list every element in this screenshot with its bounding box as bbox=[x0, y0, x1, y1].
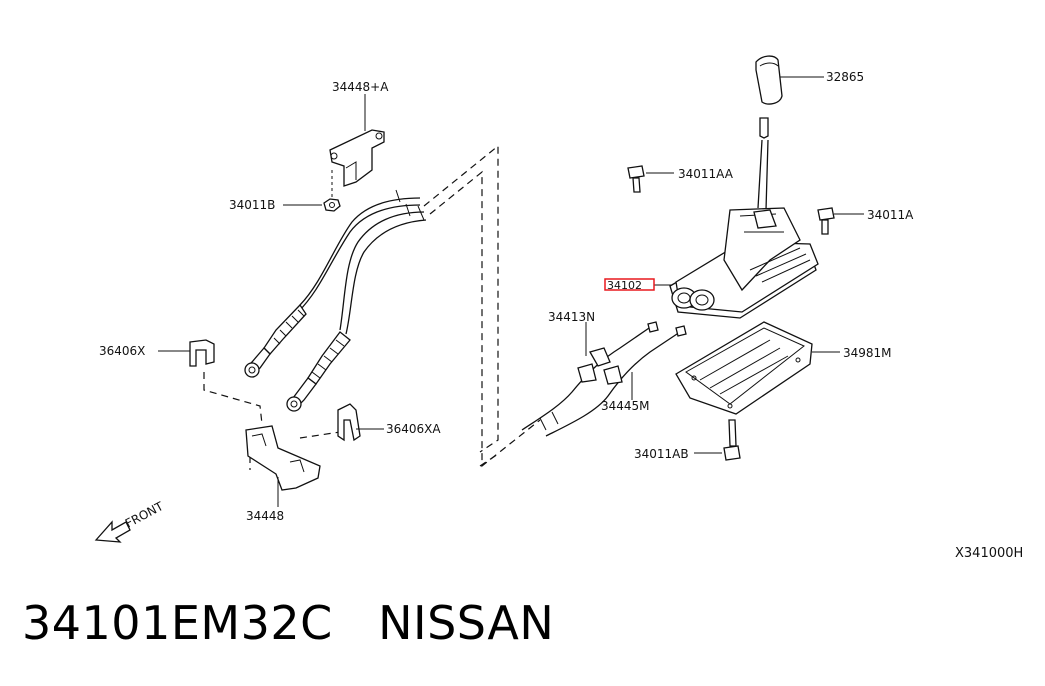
label-34981m: 34981M bbox=[843, 346, 892, 360]
label-34011a: 34011A bbox=[867, 208, 914, 222]
dashed-leaders bbox=[203, 144, 541, 470]
bolt-34011ab bbox=[694, 419, 741, 461]
bolt-34011a bbox=[817, 207, 864, 235]
clip-36406xa bbox=[337, 403, 384, 442]
brand-name: NISSAN bbox=[378, 596, 555, 650]
label-32865: 32865 bbox=[826, 70, 864, 84]
label-34102: 34102 bbox=[607, 279, 642, 292]
diagram-code: X341000H bbox=[955, 546, 1023, 561]
label-34448a: 34448+A bbox=[332, 80, 389, 94]
label-34448: 34448 bbox=[246, 509, 284, 523]
label-36406x: 36406X bbox=[99, 344, 145, 358]
bracket-34448a bbox=[329, 94, 385, 187]
shift-knob-32865 bbox=[755, 55, 824, 105]
part-caption: 34101EM32C NISSAN bbox=[22, 596, 554, 650]
cover-plate-34981m bbox=[675, 321, 840, 415]
highlight-box bbox=[604, 278, 655, 291]
clip-36406x bbox=[158, 339, 215, 367]
label-34011ab: 34011AB bbox=[634, 447, 689, 461]
bolt-34011aa bbox=[627, 165, 674, 193]
shift-lever-rod bbox=[757, 117, 769, 211]
label-36406xa: 36406XA bbox=[386, 422, 441, 436]
part-number: 34101EM32C bbox=[22, 596, 333, 650]
label-34011aa: 34011AA bbox=[678, 167, 734, 181]
nut-34011b bbox=[283, 170, 341, 212]
label-34445m: 34445M bbox=[601, 399, 650, 413]
front-arrow-icon bbox=[94, 520, 131, 543]
label-34011b: 34011B bbox=[229, 198, 275, 212]
bracket-34448 bbox=[245, 425, 321, 507]
center-cables bbox=[521, 321, 687, 437]
shifter-housing-34102 bbox=[604, 207, 819, 319]
label-34413n: 34413N bbox=[548, 310, 595, 324]
shift-cables bbox=[244, 189, 427, 412]
label-front: FRONT bbox=[123, 499, 166, 531]
